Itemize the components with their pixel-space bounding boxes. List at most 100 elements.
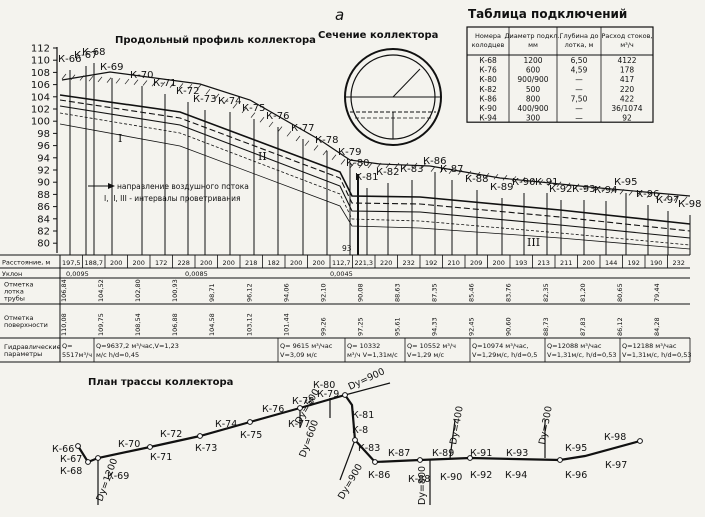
- ground-hatch: [187, 83, 193, 90]
- plan-well-label: К-69: [107, 471, 129, 482]
- plan-diameter-label: Dу=900: [336, 462, 365, 501]
- ground-hatch: [331, 154, 337, 160]
- table-cell: 300: [526, 114, 541, 123]
- profile-line: [61, 71, 691, 197]
- profile-well-label: К-81: [355, 172, 378, 183]
- surface-mark: 103,12: [245, 313, 253, 336]
- ground-hatch: [556, 181, 562, 187]
- ground-hatch: [430, 166, 436, 172]
- ground-hatch: [70, 74, 76, 80]
- profile-well-label: К-80: [346, 158, 369, 169]
- table-header-cont: лотка, м: [565, 41, 594, 49]
- tray-mark: 92,10: [319, 283, 327, 302]
- tray-mark: 81,20: [579, 283, 587, 302]
- profile-well-label: К-73: [193, 94, 216, 105]
- profile-well-label: К-72: [176, 86, 199, 97]
- distance-value: 221,3: [354, 259, 373, 267]
- table-cell: 1200: [523, 56, 542, 65]
- strip-row-label: трубы: [4, 295, 25, 303]
- elevation-tick-label: 88: [37, 190, 50, 201]
- table-header-cont: м³/ч: [620, 41, 634, 49]
- ground-hatch: [403, 162, 409, 169]
- plan-diameter-label: Dу=400: [448, 405, 466, 445]
- strip-row-label: лотка: [4, 288, 24, 296]
- hydraulic-cell-cont: 5517м³/ч: [62, 351, 92, 359]
- tray-mark: 94,06: [282, 283, 290, 302]
- plan-well-label: К-8: [352, 425, 368, 436]
- elevation-tick-label: 108: [31, 68, 50, 79]
- ground-hatch: [448, 168, 454, 174]
- ground-hatch: [385, 162, 391, 169]
- strip-row-label: Уклон: [2, 270, 22, 278]
- zone-label: III: [527, 236, 540, 249]
- elevation-tick-label: 98: [37, 129, 50, 140]
- tray-mark: 82,35: [542, 283, 550, 302]
- ground-hatch: [367, 162, 373, 169]
- distance-value: 172: [155, 259, 167, 267]
- profile-well-label: К-66: [58, 54, 81, 65]
- plan-well-label: К-77: [288, 419, 310, 430]
- hydraulic-cell: Q=12188 м³/час: [622, 342, 677, 350]
- table-cell: К-90: [479, 104, 497, 113]
- ground-hatch: [610, 187, 616, 194]
- plan-well-label: К-90: [440, 472, 462, 483]
- distance-value: 210: [448, 259, 460, 267]
- profile-well-label: К-76: [266, 111, 289, 122]
- surface-mark: 108,54: [134, 313, 142, 336]
- plan-well-dot: [197, 433, 203, 439]
- profile-line: [59, 105, 691, 239]
- surface-mark: 110,08: [60, 313, 68, 336]
- profile-well-label: К-69: [100, 62, 123, 73]
- surface-mark: 106,88: [171, 313, 179, 336]
- profile-well-lines: [69, 63, 691, 255]
- table-cell: 92: [622, 114, 632, 123]
- surface-mark: 88,73: [542, 317, 550, 336]
- plan-well-dot: [85, 459, 91, 465]
- ground-hatch: [673, 195, 679, 201]
- elevation-tick-label: 110: [31, 56, 50, 67]
- profile-well-label: К-75: [242, 103, 265, 114]
- distance-value: 112,7: [332, 259, 351, 267]
- elevation-tick-label: 100: [31, 117, 50, 128]
- plan-diameter-label: Dу=300: [537, 405, 555, 445]
- hydraulic-cell-cont: V=1,29 м/с: [407, 351, 445, 359]
- hydraulic-cell-cont: м/с h/d=0,45: [96, 351, 139, 359]
- ground-hatch: [502, 175, 508, 181]
- ground-hatch: [106, 77, 112, 83]
- ground-hatch: [376, 162, 382, 169]
- table-cell: —: [575, 75, 583, 84]
- ground-hatch: [358, 162, 364, 169]
- plan-well-label: К-70: [118, 439, 140, 450]
- surface-mark: 101,44: [282, 313, 290, 336]
- ground-hatch: [214, 93, 220, 100]
- distance-value: 232: [673, 259, 685, 267]
- plan-well-label: К-76: [262, 404, 284, 415]
- marker-93: 93: [342, 244, 352, 253]
- table-cell: К-94: [479, 114, 497, 123]
- plan-well-label: К-98: [604, 432, 626, 443]
- tray-mark: 96,12: [245, 283, 253, 302]
- zone-label: II: [258, 150, 267, 163]
- table-header: Диаметр подкл.,: [504, 32, 561, 40]
- tray-mark: 102,80: [134, 279, 142, 302]
- plan-well-dot: [372, 459, 378, 465]
- profile-well-label: К-74: [218, 96, 241, 107]
- table-cell: К-80: [479, 75, 497, 84]
- plan-title: План трассы коллектора: [88, 377, 233, 388]
- distance-value: 190: [650, 259, 662, 267]
- ground-hatch: [322, 149, 328, 156]
- ground-hatch: [565, 182, 571, 189]
- elevation-tick-label: 92: [37, 166, 50, 177]
- hydraulic-cell: Q= 10552 м³/ч: [407, 342, 456, 350]
- ground-hatch: [205, 88, 211, 95]
- ground-hatch: [655, 193, 661, 199]
- ground-hatch: [619, 189, 625, 195]
- plan-well-dot: [147, 444, 153, 450]
- plan-well-label: К-94: [505, 470, 527, 481]
- ground-hatch: [295, 135, 301, 142]
- distance-value: 228: [178, 259, 190, 267]
- plan-well-label: К-86: [368, 470, 390, 481]
- distance-value: 182: [268, 259, 280, 267]
- profile-lines: [59, 71, 691, 250]
- profile-well-label: К-97: [656, 195, 679, 206]
